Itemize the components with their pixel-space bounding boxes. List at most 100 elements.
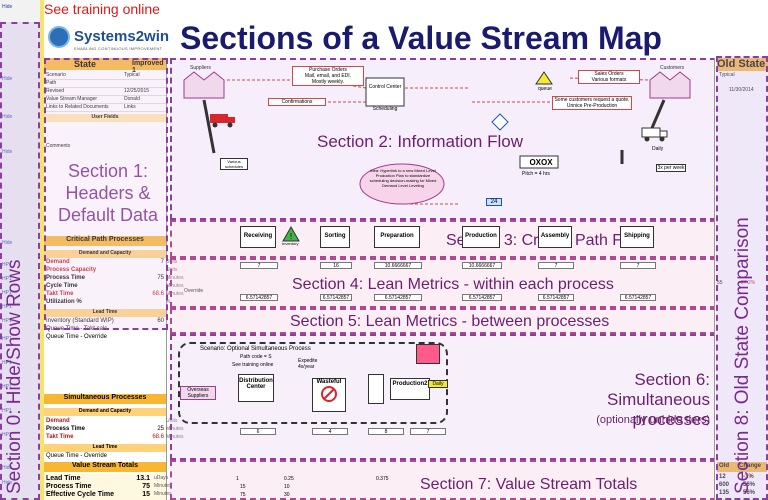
row-level-button[interactable]: Hide bbox=[2, 480, 13, 486]
section-7-label: Section 7: Value Stream Totals bbox=[420, 476, 638, 493]
purchase-orders-box[interactable]: Purchase Orders Mail, email, and EDI. Mo… bbox=[292, 66, 364, 86]
svg-text:!: ! bbox=[290, 232, 292, 241]
row-level-button[interactable]: HP1 bbox=[2, 408, 12, 414]
metric-cell[interactable]: 7 bbox=[620, 262, 656, 269]
kanban-card[interactable]: 24 bbox=[486, 198, 502, 206]
training-link[interactable]: See training online bbox=[44, 1, 160, 17]
distribution-center-box[interactable]: Distribution Center bbox=[238, 374, 274, 402]
row-level-button[interactable]: Hide bbox=[2, 465, 13, 471]
capacity-cell[interactable]: 6.57142857 bbox=[240, 294, 278, 301]
lead-row[interactable]: Queue Time - Override bbox=[46, 334, 108, 340]
row-level-button[interactable]: HP1 bbox=[2, 360, 12, 366]
row-level-button[interactable]: Hide bbox=[2, 240, 13, 246]
row-level-button[interactable]: Hide bbox=[2, 76, 13, 82]
row-level-button[interactable]: HP1 bbox=[2, 262, 12, 268]
old-scenario-value[interactable]: Typical bbox=[719, 72, 735, 78]
metric-cell[interactable]: 7 bbox=[240, 262, 278, 269]
queue-label: queue bbox=[538, 86, 552, 92]
process-box-shipping[interactable]: Shipping bbox=[620, 226, 654, 248]
section-1-label: Section 1: Headers & Default Data bbox=[57, 161, 159, 225]
totals-cell: 1 bbox=[236, 476, 239, 482]
information-flow-diagram bbox=[183, 71, 691, 205]
capacity-cell[interactable]: 6.57142857 bbox=[374, 294, 422, 301]
demand-capacity-header: Demand and Capacity bbox=[44, 250, 166, 258]
lead-row[interactable]: Inventory (Standard WIP)60 bbox=[46, 318, 164, 324]
process-box-receiving[interactable]: Receiving bbox=[240, 226, 276, 248]
capacity-cell[interactable]: 6.57142857 bbox=[620, 294, 656, 301]
row-level-button[interactable]: HP1 bbox=[2, 336, 12, 342]
metric-cell[interactable]: 10.6666667 bbox=[462, 262, 502, 269]
section-4-label: Section 4: Lean Metrics - within each pr… bbox=[292, 276, 614, 293]
process-box-production[interactable]: Production bbox=[462, 226, 500, 248]
sim-metric-cell[interactable]: 7 bbox=[410, 428, 446, 435]
metric-cell[interactable]: 16 bbox=[320, 262, 352, 269]
process-box-preparation[interactable]: Preparation bbox=[374, 226, 420, 248]
wasteful-box[interactable]: Wasteful bbox=[312, 378, 346, 412]
computer-icon bbox=[416, 344, 440, 364]
process-box-sorting[interactable]: Sorting bbox=[320, 226, 350, 248]
row-level-button[interactable]: HP1 bbox=[2, 384, 12, 390]
section-8-label: Section 8: Old State Comparison bbox=[732, 217, 753, 494]
metric-cell[interactable]: 10.6666667 bbox=[374, 262, 422, 269]
expedite-frequency-label: 4x/year bbox=[298, 364, 315, 370]
old-total-value: 600 bbox=[719, 482, 730, 488]
capacity-cell[interactable]: 6.57142857 bbox=[320, 294, 352, 301]
metric-row[interactable]: Utilization %% bbox=[46, 299, 171, 305]
sim-metric-cell[interactable]: 4 bbox=[312, 428, 348, 435]
row-level-button[interactable]: HP1 bbox=[2, 290, 12, 296]
comments-row[interactable]: Comments bbox=[46, 143, 71, 149]
row-level-button[interactable]: Hide bbox=[2, 4, 13, 10]
section-1-frame bbox=[44, 58, 168, 330]
suppliers-factory-icon bbox=[183, 71, 225, 99]
state-value[interactable]: Improved 1 bbox=[132, 60, 164, 74]
control-center-label: Control Center bbox=[368, 84, 402, 90]
change-value: -1% bbox=[743, 474, 754, 480]
totals-cell: 75 bbox=[240, 492, 246, 498]
capacity-cell[interactable]: 6.57142857 bbox=[462, 294, 502, 301]
metric-cell[interactable]: 7 bbox=[538, 262, 574, 269]
row-level-button[interactable]: Hide bbox=[2, 149, 13, 155]
oxox-leveling-box[interactable]: OXOX bbox=[529, 158, 553, 167]
customers-factory-icon bbox=[649, 71, 691, 99]
row-level-button[interactable]: HP1 bbox=[2, 304, 12, 310]
process-box-assembly[interactable]: Assembly bbox=[538, 226, 572, 248]
change-value: 56% bbox=[743, 482, 756, 488]
row-level-button[interactable]: Hide bbox=[2, 114, 13, 120]
scenario-label: Scenario: Optional Simultaneous Process bbox=[200, 346, 311, 352]
old-total-value: 135 bbox=[719, 490, 730, 496]
truck-icon bbox=[210, 114, 235, 128]
confirmations-box[interactable]: Confirmations bbox=[268, 98, 326, 106]
totals-cell: 30 bbox=[284, 492, 290, 498]
row-level-button[interactable]: HP1 bbox=[2, 432, 12, 438]
quotes-box[interactable]: Some customers request a quote. Unnice P… bbox=[552, 96, 632, 110]
overseas-suppliers-box[interactable]: Overseas Suppliers bbox=[180, 386, 216, 400]
various-schedules-label: Various schedules bbox=[220, 158, 248, 170]
row-level-button[interactable]: HP1 bbox=[2, 276, 12, 282]
override-label: Override bbox=[184, 288, 204, 294]
old-date-value[interactable]: 11/30/2014 bbox=[729, 87, 754, 93]
production2-box[interactable]: Production2 bbox=[390, 378, 430, 400]
header-row[interactable]: Path bbox=[44, 79, 166, 88]
state-header: State Improved 1 bbox=[44, 58, 166, 74]
row-level-button[interactable]: HP1 bbox=[2, 318, 12, 324]
capacity-cell[interactable]: 6.57142857 bbox=[538, 294, 574, 301]
sim-metric-cell[interactable]: 6 bbox=[240, 428, 276, 435]
sim-lead-row[interactable]: Queue Time - Override bbox=[46, 453, 108, 459]
sales-orders-box[interactable]: Sales Orders Various formats bbox=[578, 70, 640, 84]
sim-metric-cell[interactable]: 8 bbox=[368, 428, 404, 435]
scheduling-label: Scheduling bbox=[372, 106, 398, 112]
sim-training-link[interactable]: See training online bbox=[232, 362, 274, 368]
section-7-value-stream-totals: Section 7: Value Stream Totals bbox=[170, 460, 716, 500]
